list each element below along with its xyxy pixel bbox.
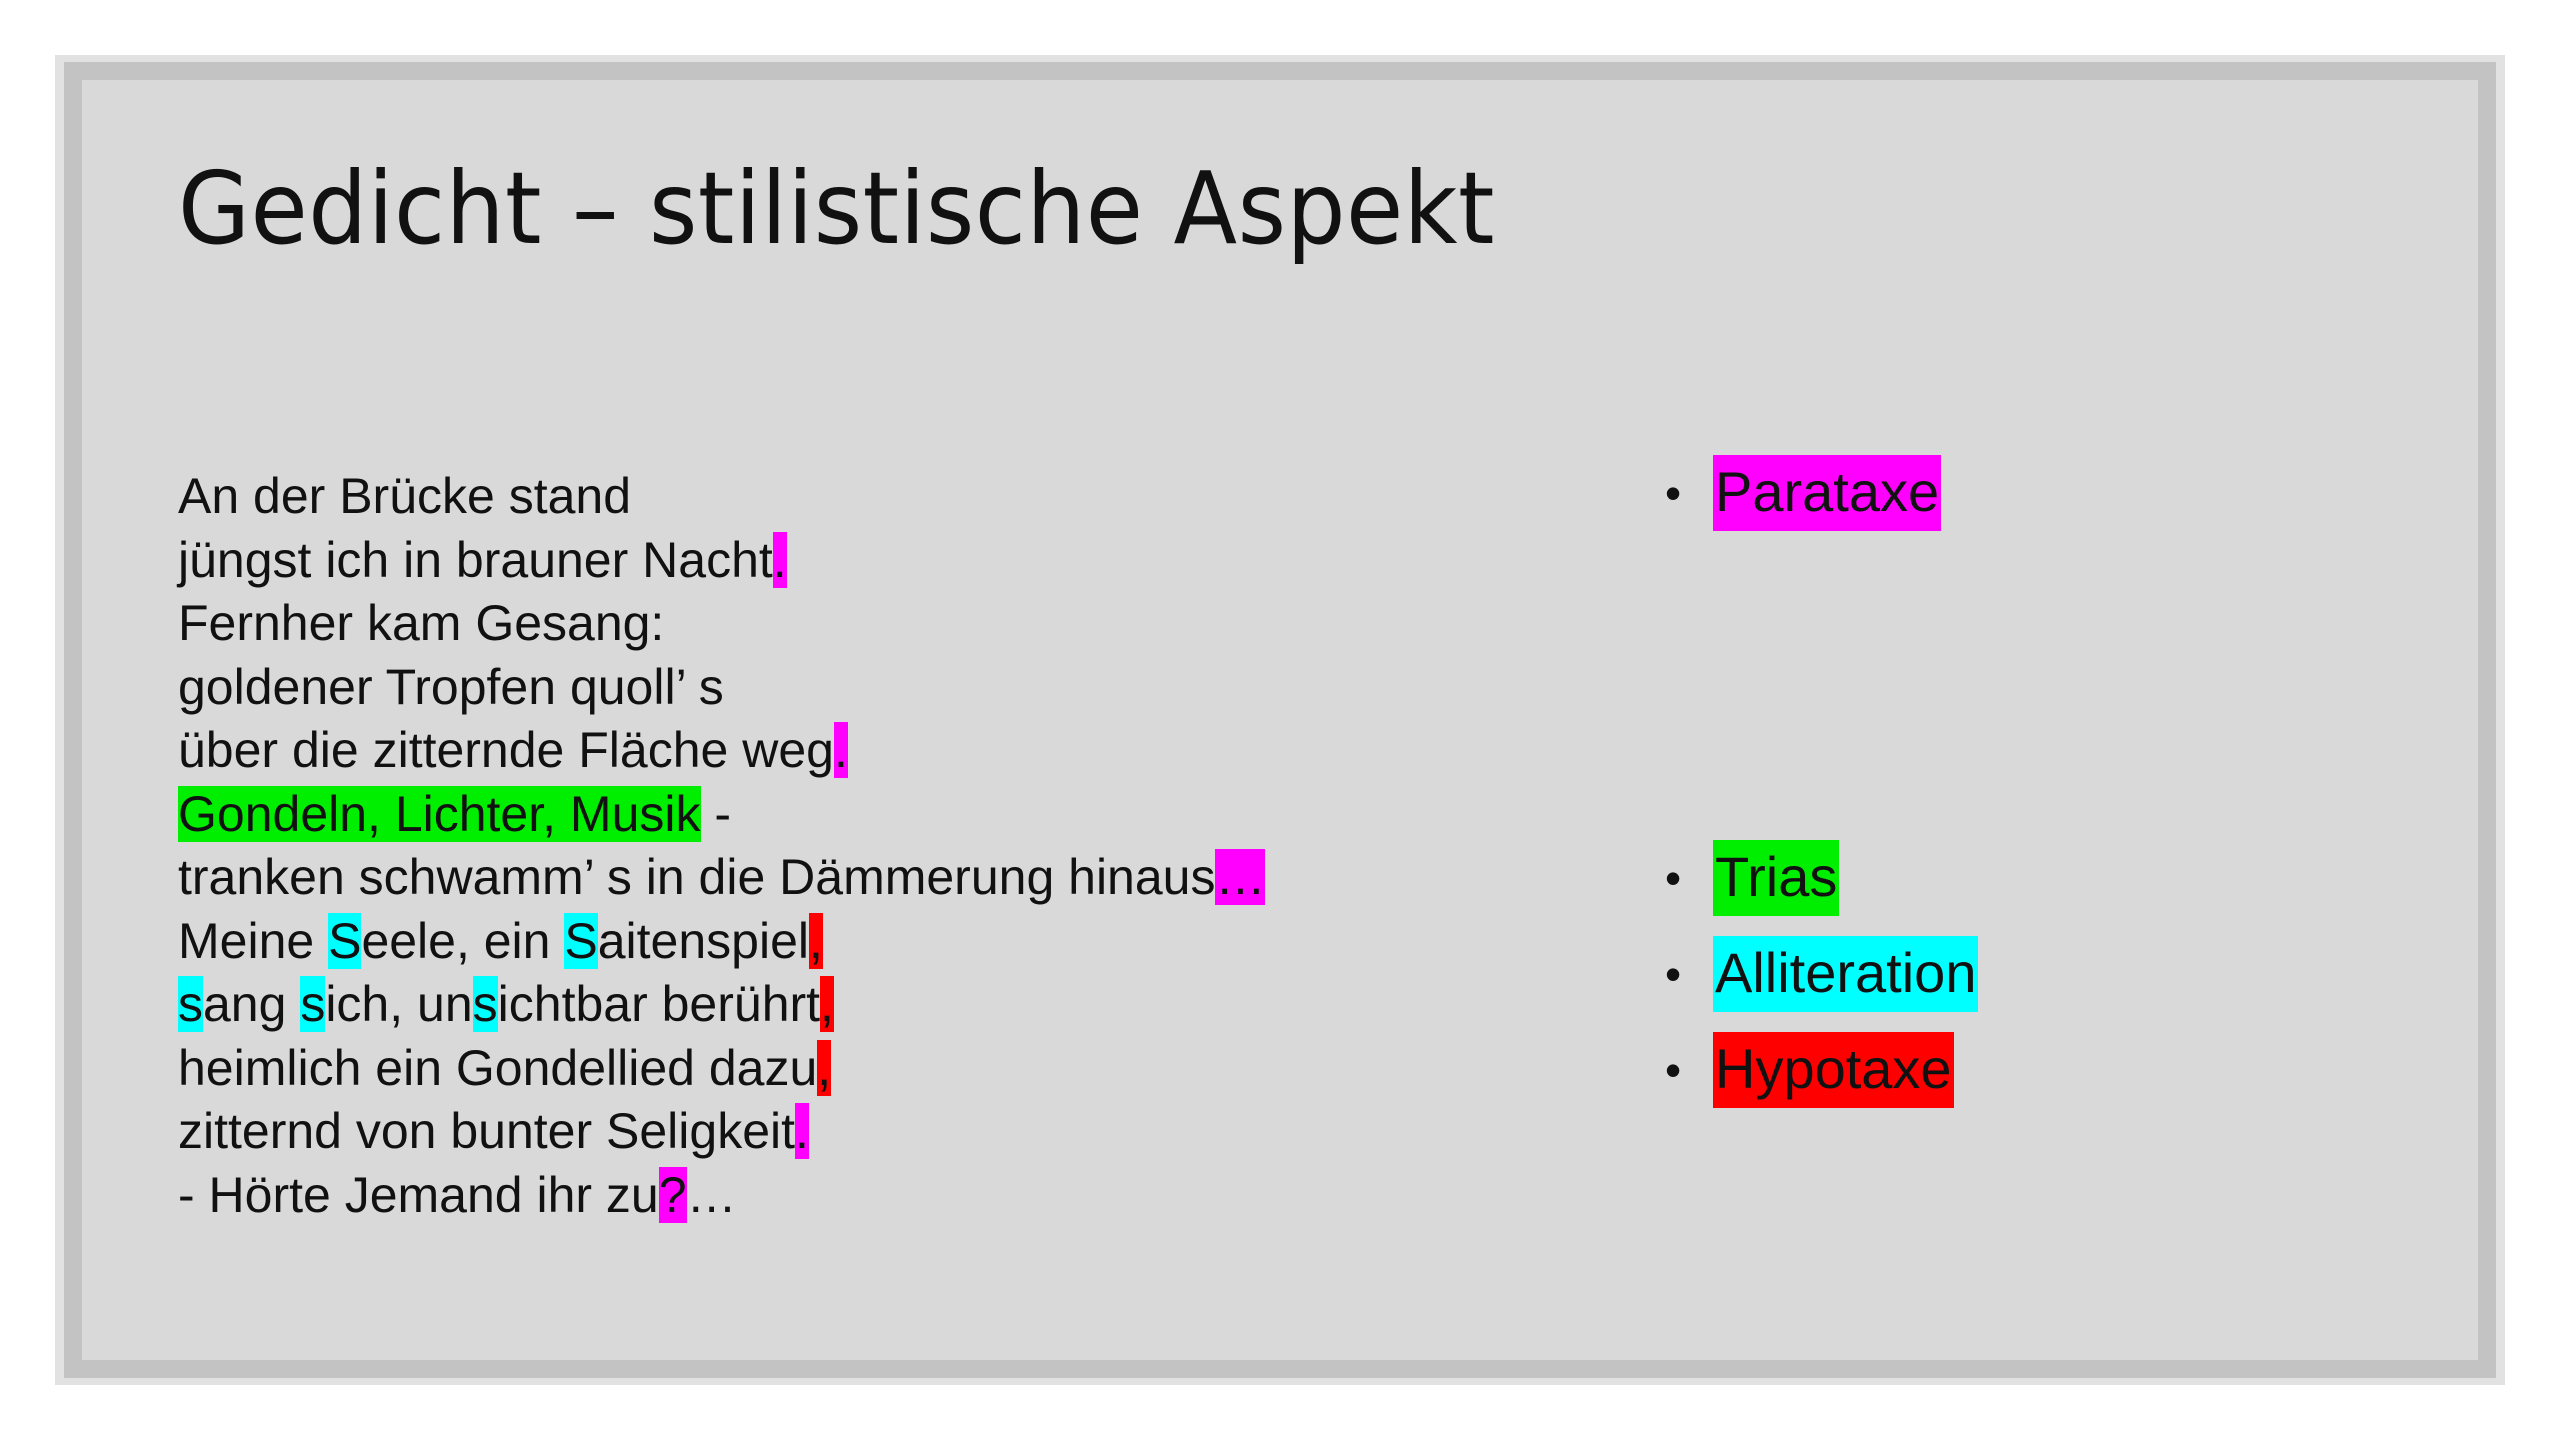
legend-label-parataxe: Parataxe [1713, 455, 1942, 531]
highlight-cyan: S [564, 912, 598, 969]
poem-line: Meine Seele, ein Saitenspiel, [178, 910, 1265, 974]
highlight-cyan: s [300, 976, 326, 1032]
poem-text-segment: jüngst ich in brauner Nacht [178, 531, 773, 588]
highlight-magenta: … [1215, 849, 1266, 905]
highlight-cyan: S [328, 912, 362, 969]
poem-line: zitternd von bunter Seligkeit. [178, 1100, 1265, 1164]
poem-line: tranken schwamm’ s in die Dämmerung hina… [178, 846, 1266, 910]
poem-text-segment: tranken schwamm’ s in die Dämmerung hina… [178, 849, 1216, 905]
poem-line: goldener Tropfen quoll’ s [178, 656, 1265, 720]
poem-text-segment: Fernher kam Gesang: [178, 595, 665, 651]
poem-text-segment: über die zitternde Fläche weg [178, 722, 834, 778]
legend-item-parataxe: • Parataxe [1665, 455, 1942, 531]
poem-text-segment: … [686, 1166, 737, 1223]
poem-text-segment: Meine [178, 912, 329, 969]
poem-line: Gondeln, Lichter, Musik - [178, 783, 1265, 847]
slide [64, 62, 2496, 1378]
poem-text-segment: eele, ein [361, 912, 565, 969]
highlight-red: , [817, 1039, 832, 1096]
bullet-icon: • [1665, 467, 1682, 519]
poem-text-segment: goldener Tropfen quoll’ s [178, 658, 724, 715]
poem-text-segment: ang [203, 976, 301, 1032]
bullet-icon: • [1665, 852, 1682, 904]
poem-text-segment: ichtbar berührt [497, 976, 821, 1032]
poem-line: An der Brücke stand [178, 465, 1265, 529]
highlight-magenta: . [833, 722, 848, 778]
legend-item-alliteration: • Alliteration [1665, 936, 1979, 1012]
legend-label-hypotaxe: Hypotaxe [1713, 1032, 1954, 1108]
highlight-red: , [820, 976, 834, 1032]
bullet-icon: • [1665, 1044, 1682, 1096]
highlight-green: Gondeln, Lichter, Musik [178, 785, 701, 842]
poem-text-segment: An der Brücke stand [178, 468, 632, 524]
highlight-magenta: ? [658, 1166, 687, 1223]
legend-label-trias: Trias [1713, 840, 1840, 916]
poem-text-segment: - [700, 785, 732, 842]
highlight-magenta: . [795, 1103, 809, 1159]
poem-line: - Hörte Jemand ihr zu?… [178, 1164, 1265, 1228]
poem-text-segment: aitenspiel [597, 912, 809, 969]
bullet-icon: • [1665, 948, 1682, 1000]
legend-item-trias: • Trias [1665, 840, 1840, 916]
legend-label-alliteration: Alliteration [1713, 936, 1979, 1012]
poem-line: heimlich ein Gondellied dazu, [178, 1037, 1265, 1101]
poem-line: über die zitternde Fläche weg. [178, 719, 1265, 783]
highlight-magenta: . [772, 531, 787, 588]
poem-text-segment: zitternd von bunter Seligkeit [178, 1103, 796, 1159]
legend-item-hypotaxe: • Hypotaxe [1665, 1032, 1954, 1108]
highlight-cyan: s [178, 976, 203, 1032]
poem-text-segment: heimlich ein Gondellied dazu [178, 1039, 818, 1096]
poem-line: jüngst ich in brauner Nacht. [178, 529, 1265, 593]
highlight-cyan: s [472, 976, 498, 1032]
poem-text-segment: - Hörte Jemand ihr zu [178, 1166, 659, 1223]
poem-text-segment: ich, un [325, 976, 473, 1032]
highlight-red: , [809, 912, 823, 969]
poem-line: sang sich, unsichtbar berührt, [178, 973, 1265, 1037]
poem-line: Fernher kam Gesang: [178, 592, 1265, 656]
slide-title: Gedicht – stilistische Aspekt [178, 150, 1495, 267]
